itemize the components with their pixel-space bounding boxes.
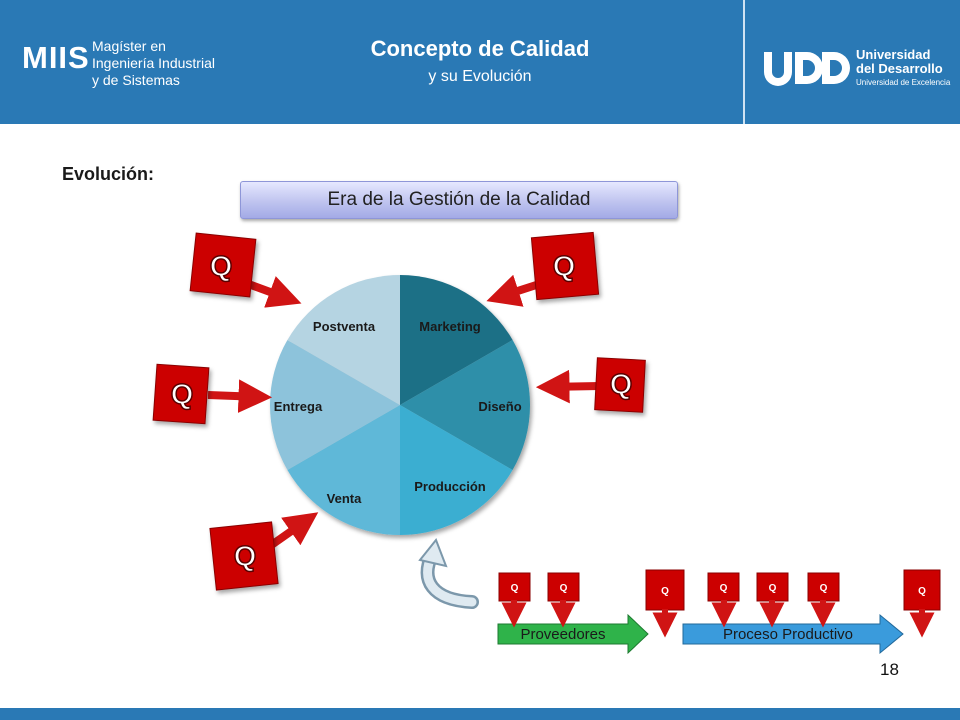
miis-sub-line: y de Sistemas xyxy=(92,72,180,88)
udd-logo-icon xyxy=(764,52,850,86)
era-banner: Era de la Gestión de la Calidad xyxy=(240,181,678,219)
small-q-badge: Q xyxy=(645,569,685,611)
q-arrow xyxy=(535,369,601,404)
page-number: 18 xyxy=(880,660,899,679)
q-badge: Q xyxy=(530,231,600,301)
q-badge: Q xyxy=(189,232,257,298)
q-badge-label: Q xyxy=(234,541,257,573)
q-badge-label: Q xyxy=(610,369,633,401)
pie-segment-diseno xyxy=(400,340,531,470)
small-q-badge: Q xyxy=(903,569,941,611)
pie-label-diseno: Diseño xyxy=(478,399,521,414)
pie-segment-entrega xyxy=(269,340,400,470)
proceso-productivo-label: Proceso Productivo xyxy=(723,626,853,643)
q-badge-label: Q xyxy=(210,251,233,283)
university-name: Universidad del Desarrollo xyxy=(856,48,943,76)
slide-subtitle: y su Evolución xyxy=(428,68,532,85)
small-q-badge: Q xyxy=(498,572,531,602)
university-tagline: Universidad de Excelencia xyxy=(856,78,951,87)
small-q-badge: Q xyxy=(756,572,789,602)
small-q-label: Q xyxy=(661,586,669,597)
miis-program-name: Magíster en Ingeniería Industrial y de S… xyxy=(92,38,215,89)
miis-sub-line: Ingeniería Industrial xyxy=(92,55,215,71)
pie-label-postventa: Postventa xyxy=(313,319,376,334)
header-bar: MIIS Magíster en Ingeniería Industrial y… xyxy=(0,0,960,124)
pie-segment-postventa xyxy=(287,274,400,405)
pie-label-venta: Venta xyxy=(327,491,362,506)
header-divider xyxy=(743,0,745,124)
miis-sub-line: Magíster en xyxy=(92,38,166,54)
pie-segment-produccion xyxy=(400,405,513,535)
university-name-line: del Desarrollo xyxy=(856,61,943,76)
q-badge-label: Q xyxy=(171,379,194,411)
small-q-label: Q xyxy=(720,583,728,594)
pie-segment-venta xyxy=(287,405,400,535)
q-badge-label: Q xyxy=(553,251,576,283)
q-badge: Q xyxy=(209,521,279,591)
pie-label-marketing: Marketing xyxy=(419,319,480,334)
small-q-label: Q xyxy=(511,583,519,594)
footer-bar xyxy=(0,708,960,720)
proceso-productivo-arrow xyxy=(682,613,904,655)
small-q-badge: Q xyxy=(547,572,580,602)
small-q-label: Q xyxy=(820,583,828,594)
pie-label-produccion: Producción xyxy=(414,479,486,494)
miis-logo: MIIS xyxy=(22,40,90,75)
university-name-line: Universidad xyxy=(856,47,931,62)
q-badge: Q xyxy=(594,357,646,413)
quality-cycle-pie xyxy=(269,274,531,535)
q-badge: Q xyxy=(152,363,210,425)
small-q-badge: Q xyxy=(807,572,840,602)
small-q-label: Q xyxy=(918,586,926,597)
section-label: Evolución: xyxy=(62,164,155,184)
q-arrow xyxy=(207,379,273,413)
small-q-label: Q xyxy=(560,583,568,594)
slide-title: Concepto de Calidad xyxy=(370,36,590,61)
feedback-arrow-icon xyxy=(418,538,479,609)
pie-label-entrega: Entrega xyxy=(274,399,323,414)
proveedores-label: Proveedores xyxy=(520,626,605,643)
small-q-label: Q xyxy=(769,583,777,594)
small-q-badge: Q xyxy=(707,572,740,602)
proveedores-arrow xyxy=(497,613,649,655)
pie-segment-marketing xyxy=(400,275,513,405)
